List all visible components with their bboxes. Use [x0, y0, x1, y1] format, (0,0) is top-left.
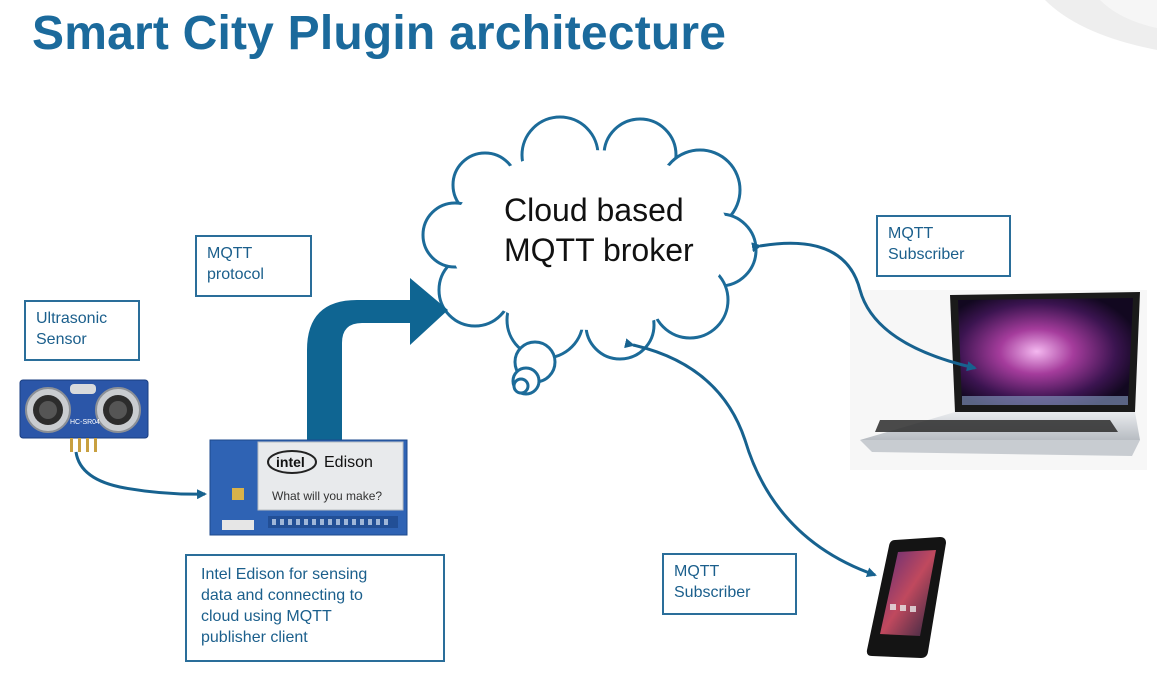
cloud-laptop-arrow [751, 241, 977, 372]
intel-edison-board-image: intel Edison What will you make? [209, 439, 408, 536]
edison-brand-text: intel [276, 454, 305, 470]
intel-edison-description-label: Intel Edison for sensing data and connec… [185, 554, 445, 662]
sensor-to-edison-arrow [74, 451, 207, 500]
mqtt-subscriber-phone-label: MQTT Subscriber [662, 553, 797, 615]
edison-product-text: Edison [324, 454, 373, 471]
mqtt-protocol-line1: MQTT [207, 245, 253, 262]
edison-desc-line3: cloud using MQTT [201, 608, 332, 625]
cloud-broker-line1: Cloud based [504, 192, 684, 228]
sensor-model-text: HC-SR04 [70, 419, 100, 426]
mqtt-publish-arrow [307, 278, 448, 440]
cloud-broker-label: Cloud based MQTT broker [504, 190, 694, 270]
page-title: Smart City Plugin architecture [32, 7, 727, 60]
subscriber-phone-line2: Subscriber [674, 584, 751, 601]
cloud-thought-bubbles [511, 340, 557, 396]
ultrasonic-line1: Ultrasonic [36, 310, 108, 327]
subscriber-laptop-line1: MQTT [888, 225, 934, 242]
subscriber-phone-line1: MQTT [674, 563, 720, 580]
smartphone-image [866, 537, 946, 658]
edison-desc-line1: Intel Edison for sensing [201, 566, 368, 583]
ultrasonic-line2: Sensor [36, 331, 87, 348]
ultrasonic-sensor-label: Ultrasonic Sensor [24, 300, 140, 361]
edison-desc-line4: publisher client [201, 629, 308, 646]
edison-desc-line2: data and connecting to [201, 587, 363, 604]
mqtt-protocol-line2: protocol [207, 266, 264, 283]
mqtt-subscriber-laptop-label: MQTT Subscriber [876, 215, 1011, 277]
subscriber-laptop-line2: Subscriber [888, 246, 965, 263]
ultrasonic-sensor-image: HC-SR04 [19, 379, 149, 452]
edison-tagline-text: What will you make? [272, 489, 382, 503]
laptop-image [850, 290, 1147, 470]
corner-decoration [1045, 0, 1157, 50]
cloud-phone-arrow [624, 338, 877, 578]
mqtt-protocol-label: MQTT protocol [195, 235, 312, 297]
cloud-broker-line2: MQTT broker [504, 232, 694, 268]
